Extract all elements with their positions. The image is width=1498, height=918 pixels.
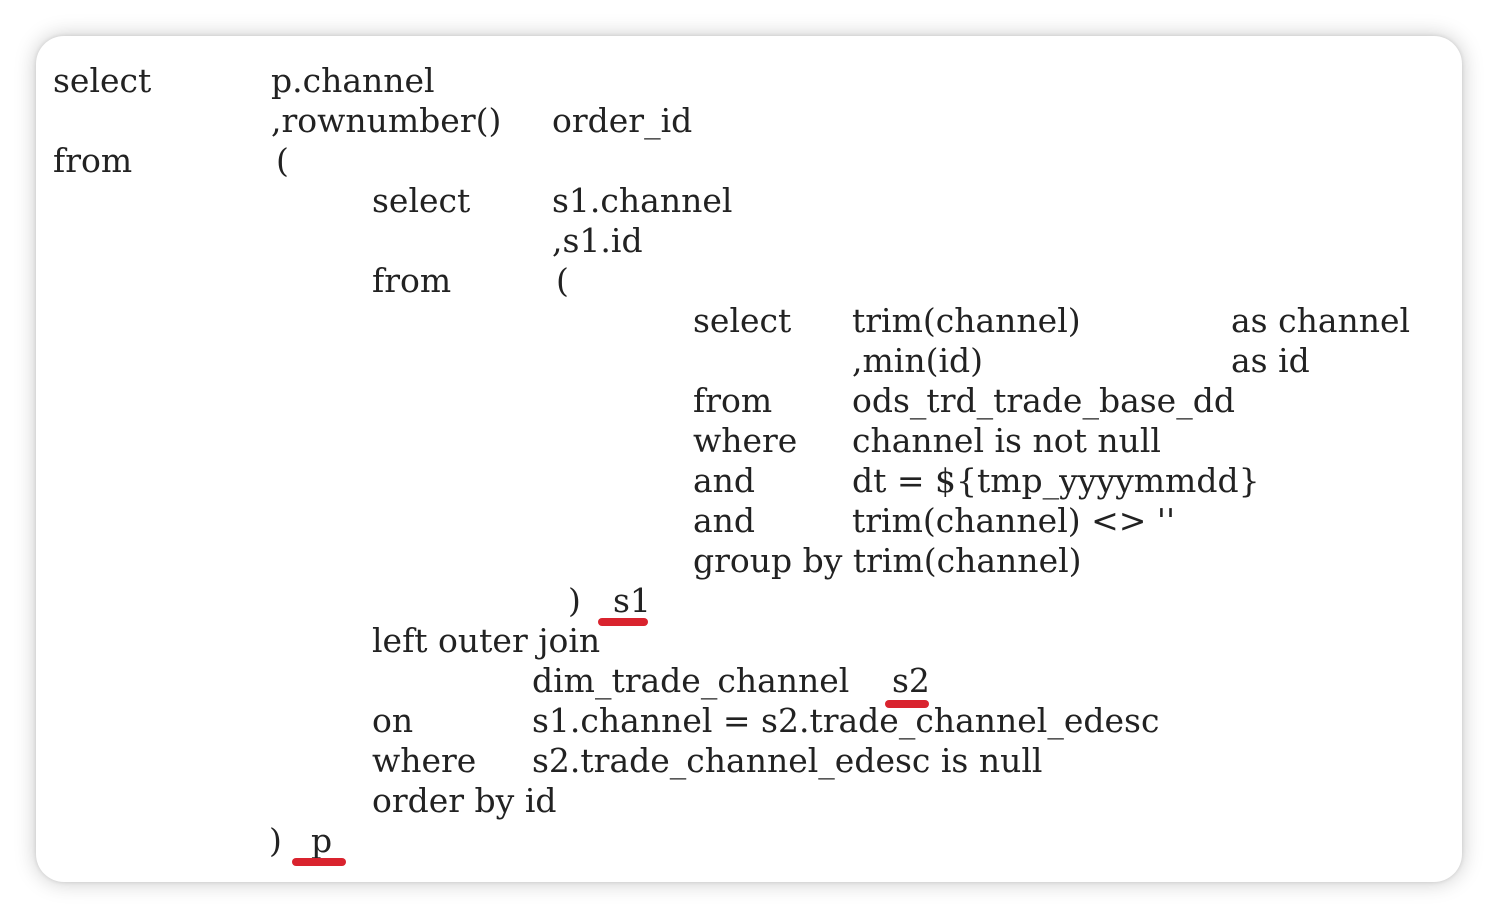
subquery-alias-p: p xyxy=(311,821,333,860)
keyword-select: select xyxy=(693,301,792,340)
condition: channel is not null xyxy=(852,421,1161,460)
sql-line-7: select trim(channel) as channel xyxy=(36,301,1410,341)
group-by-clause: group by trim(channel) xyxy=(693,541,1082,580)
sql-line-16: dim_trade_channel s2 xyxy=(36,661,930,701)
keyword-from: from xyxy=(693,381,773,420)
code-card: select p.channel ,rownumber() order_id f… xyxy=(36,36,1462,882)
join-condition: s1.channel = s2.trade_channel_edesc xyxy=(532,701,1160,740)
keyword-on: on xyxy=(372,701,414,740)
open-paren: ( xyxy=(276,141,289,180)
keyword-where: where xyxy=(693,421,798,460)
sql-line-3: from ( xyxy=(36,141,289,181)
highlight-underline-p xyxy=(292,858,346,866)
table-name: ods_trd_trade_base_dd xyxy=(852,381,1235,420)
sql-line-5: ,s1.id xyxy=(36,221,643,261)
column-alias: as channel xyxy=(1231,301,1411,340)
keyword-from: from xyxy=(372,261,452,300)
open-paren: ( xyxy=(556,261,569,300)
highlight-underline-s1 xyxy=(598,618,648,626)
keyword-where: where xyxy=(372,741,477,780)
condition: dt = ${tmp_yyyymmdd} xyxy=(852,461,1260,500)
sql-line-2: ,rownumber() order_id xyxy=(36,101,692,141)
sql-line-10: where channel is not null xyxy=(36,421,1161,461)
column-alias: order_id xyxy=(552,101,693,140)
close-paren: ) xyxy=(269,821,282,860)
sql-line-11: and dt = ${tmp_yyyymmdd} xyxy=(36,461,1260,501)
sql-line-12: and trim(channel) <> '' xyxy=(36,501,1175,541)
sql-line-6: from ( xyxy=(36,261,569,301)
keyword-and: and xyxy=(693,461,756,500)
sql-line-19: order by id xyxy=(36,781,557,821)
join-clause: left outer join xyxy=(372,621,601,660)
sql-line-18: where s2.trade_channel_edesc is null xyxy=(36,741,1042,781)
order-by-clause: order by id xyxy=(372,781,557,820)
table-alias-s2: s2 xyxy=(892,661,930,700)
sql-line-9: from ods_trd_trade_base_dd xyxy=(36,381,1235,421)
keyword-select: select xyxy=(53,61,152,100)
sql-line-20: ) p xyxy=(36,821,332,861)
select-expression: trim(channel) xyxy=(852,301,1081,340)
sql-line-15: left outer join xyxy=(36,621,600,661)
condition: trim(channel) <> '' xyxy=(852,501,1176,540)
select-column: ,rownumber() xyxy=(271,101,502,140)
select-column: s1.channel xyxy=(552,181,733,220)
close-paren: ) xyxy=(568,581,581,620)
condition: s2.trade_channel_edesc is null xyxy=(532,741,1043,780)
table-name: dim_trade_channel xyxy=(532,661,850,700)
sql-line-4: select s1.channel xyxy=(36,181,732,221)
sql-line-13: group by trim(channel) xyxy=(36,541,1082,581)
sql-line-14: ) s1 xyxy=(36,581,651,621)
select-expression: ,min(id) xyxy=(852,341,984,380)
subquery-alias-s1: s1 xyxy=(613,581,651,620)
sql-line-8: ,min(id) as id xyxy=(36,341,1310,381)
select-column: ,s1.id xyxy=(552,221,643,260)
sql-line-17: on s1.channel = s2.trade_channel_edesc xyxy=(36,701,1159,741)
keyword-from: from xyxy=(53,141,133,180)
sql-line-1: select p.channel xyxy=(36,61,435,101)
keyword-and: and xyxy=(693,501,756,540)
highlight-underline-s2 xyxy=(885,700,929,708)
keyword-select: select xyxy=(372,181,471,220)
select-column: p.channel xyxy=(271,61,435,100)
column-alias: as id xyxy=(1231,341,1310,380)
